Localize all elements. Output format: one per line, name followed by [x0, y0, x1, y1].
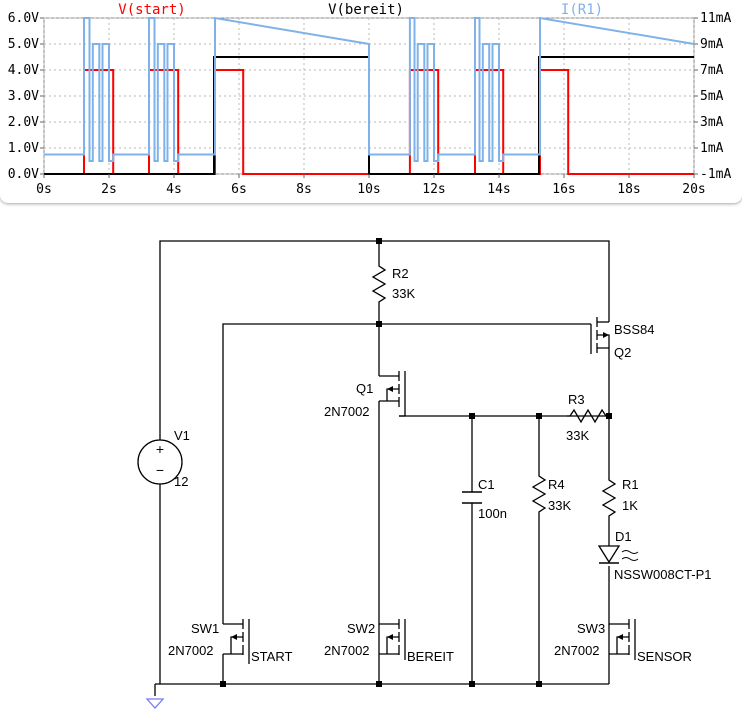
r4-value: 33K: [548, 498, 571, 513]
x-tick-label: 20s: [682, 182, 705, 197]
resistor-r2[interactable]: R2 33K: [371, 262, 415, 304]
mosfet-sw3[interactable]: [608, 614, 636, 660]
v1-value: 12: [174, 474, 188, 489]
x-tick-label: 14s: [487, 182, 510, 197]
c1-ref: C1: [478, 477, 495, 492]
resistor-r4[interactable]: R4 33K: [531, 472, 571, 514]
mosfet-sw1[interactable]: [223, 619, 250, 664]
x-tick-label: 8s: [296, 182, 312, 197]
y-left-tick-label: 0.0V: [8, 167, 39, 182]
d1-ref: D1: [615, 529, 632, 544]
net-sensor-label: SENSOR: [637, 649, 692, 664]
net-start-label: START: [251, 649, 292, 664]
sw3-ref: SW3: [577, 621, 605, 636]
legend-i-r1[interactable]: I(R1): [561, 2, 603, 18]
x-tick-label: 0s: [36, 182, 52, 197]
r1-value: 1K: [622, 498, 638, 513]
series-line-2: [44, 16, 695, 162]
y-right-tick-label: 3mA: [700, 115, 724, 130]
r3-value: 33K: [566, 428, 589, 443]
mosfet-q1[interactable]: [379, 371, 406, 417]
y-left-tick-label: 6.0V: [8, 11, 39, 26]
r1-ref: R1: [622, 477, 639, 492]
mosfet-q2[interactable]: [590, 317, 610, 358]
minus-sign: −: [156, 462, 164, 478]
r4-ref: R4: [548, 477, 565, 492]
schematic-wires: [154, 240, 610, 696]
x-tick-label: 18s: [617, 182, 640, 197]
q1-ref: Q1: [356, 381, 373, 396]
waveform-plot: 0s 2s 4s 6s 8s 10s 12s 14s 16s 18s 20s 0.0V 1.0V 2.0V…: [8, 2, 732, 197]
sw3-value: 2N7002: [554, 643, 600, 658]
y-right-tick-label: 5mA: [700, 89, 724, 104]
resistor-r3[interactable]: R3 33K: [566, 392, 609, 443]
y-right-tick-label: 9mA: [700, 37, 724, 52]
d1-value: NSSW008CT-P1: [614, 567, 712, 582]
r3-ref: R3: [568, 392, 585, 407]
x-tick-label: 12s: [422, 182, 445, 197]
q1-value: 2N7002: [324, 404, 370, 419]
y-left-tick-label: 2.0V: [8, 115, 39, 130]
legend-v-bereit[interactable]: V(bereit): [328, 2, 404, 18]
q2-ref: Q2: [614, 345, 631, 360]
net-bereit-label: BEREIT: [407, 649, 454, 664]
light-emission-icon: [621, 550, 639, 561]
y-left-tick-label: 1.0V: [8, 141, 39, 156]
y-left-tick-label: 5.0V: [8, 37, 39, 52]
junctions: [220, 238, 612, 687]
r2-ref: R2: [392, 266, 409, 281]
sw1-value: 2N7002: [168, 643, 214, 658]
y-left-tick-label: 3.0V: [8, 89, 39, 104]
y-left-tick-label: 4.0V: [8, 63, 39, 78]
q2-value: BSS84: [614, 322, 654, 337]
r2-value: 33K: [392, 286, 415, 301]
mosfet-sw2[interactable]: [378, 614, 406, 660]
sw2-value: 2N7002: [324, 643, 370, 658]
x-tick-label: 2s: [101, 182, 117, 197]
sw1-ref: SW1: [191, 621, 219, 636]
sw2-ref: SW2: [347, 621, 375, 636]
y-right-tick-label: 1mA: [700, 141, 724, 156]
plot-ticks: 0s 2s 4s 6s 8s 10s 12s 14s 16s 18s 20s 0.0V 1.0V 2.0V…: [8, 11, 732, 197]
ground-icon: [145, 698, 165, 709]
x-tick-label: 10s: [357, 182, 380, 197]
y-right-tick-label: 11mA: [700, 11, 731, 26]
x-tick-label: 6s: [231, 182, 247, 197]
x-tick-label: 4s: [166, 182, 182, 197]
y-right-tick-label: -1mA: [700, 167, 731, 182]
resistor-r1[interactable]: R1 1K: [601, 476, 639, 518]
y-right-tick-label: 7mA: [700, 63, 724, 78]
x-tick-label: 16s: [552, 182, 575, 197]
c1-value: 100n: [478, 506, 507, 521]
plus-sign: +: [156, 441, 164, 457]
legend-v-start[interactable]: V(start): [118, 2, 185, 18]
v1-ref: V1: [174, 428, 190, 443]
voltage-source-v1[interactable]: + − V1 12: [137, 428, 190, 489]
led-d1[interactable]: D1 NSSW008CT-P1: [597, 529, 712, 582]
capacitor-c1[interactable]: C1 100n: [462, 477, 507, 521]
